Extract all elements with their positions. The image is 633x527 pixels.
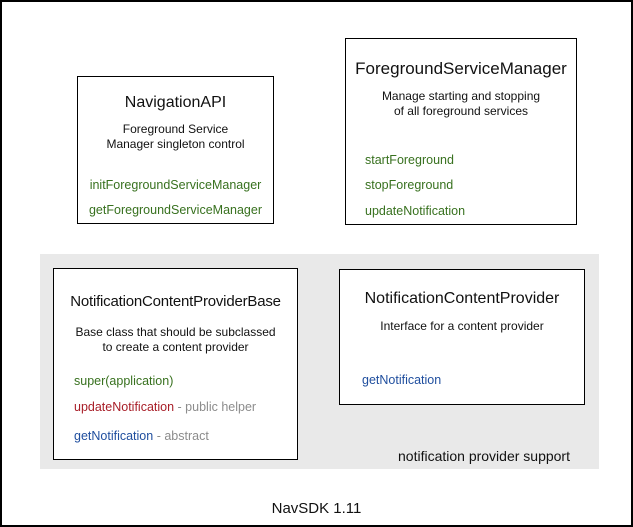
member-annotation: - public helper bbox=[174, 400, 257, 414]
class-description: Base class that should be subclassed to … bbox=[54, 325, 297, 355]
description-line: Foreground Service bbox=[122, 122, 229, 136]
description-line: of all foreground services bbox=[393, 104, 529, 118]
member-name: updateNotification bbox=[74, 400, 175, 414]
member-name: super(application) bbox=[74, 374, 174, 388]
class-box-notification-content-provider-base: NotificationContentProviderBase Base cla… bbox=[53, 268, 298, 460]
member-get-notification: getNotification - abstract bbox=[54, 428, 297, 444]
diagram-footer-version-label: NavSDK 1.11 bbox=[271, 500, 362, 517]
class-title-notification-content-provider-base: NotificationContentProviderBase bbox=[70, 293, 281, 310]
class-box-navigation-api: NavigationAPI Foreground Service Manager… bbox=[77, 76, 274, 224]
member-super-application: super(application) bbox=[54, 373, 297, 389]
description-line: to create a content provider bbox=[102, 340, 249, 354]
class-description: Manage starting and stopping of all fore… bbox=[346, 89, 576, 119]
description-line: Interface for a content provider bbox=[380, 319, 544, 333]
class-title-navigation-api: NavigationAPI bbox=[124, 94, 227, 111]
method-get-foreground-service-manager: getForegroundServiceManager bbox=[88, 203, 263, 217]
method-stop-foreground: stopForeground bbox=[365, 178, 454, 192]
member-annotation: - abstract bbox=[153, 429, 209, 443]
method-get-notification: getNotification bbox=[362, 373, 442, 387]
class-title-notification-content-provider: NotificationContentProvider bbox=[364, 290, 560, 307]
description-line: Base class that should be subclassed bbox=[75, 325, 276, 339]
member-update-notification: updateNotification - public helper bbox=[54, 399, 297, 415]
class-box-notification-content-provider: NotificationContentProvider Interface fo… bbox=[339, 269, 585, 405]
description-line: Manager singleton control bbox=[106, 137, 245, 151]
description-line: Manage starting and stopping bbox=[381, 89, 541, 103]
group-label-notification-provider-support: notification provider support bbox=[398, 448, 570, 464]
class-title-foreground-service-manager: ForegroundServiceManager bbox=[355, 59, 567, 78]
member-name: getNotification bbox=[74, 429, 154, 443]
class-box-foreground-service-manager: ForegroundServiceManager Manage starting… bbox=[345, 38, 577, 225]
method-update-notification: updateNotification bbox=[365, 204, 466, 218]
class-description: Interface for a content provider bbox=[340, 319, 584, 334]
method-start-foreground: startForeground bbox=[365, 153, 454, 167]
class-description: Foreground Service Manager singleton con… bbox=[78, 122, 273, 152]
method-init-foreground-service-manager: initForegroundServiceManager bbox=[89, 178, 262, 192]
